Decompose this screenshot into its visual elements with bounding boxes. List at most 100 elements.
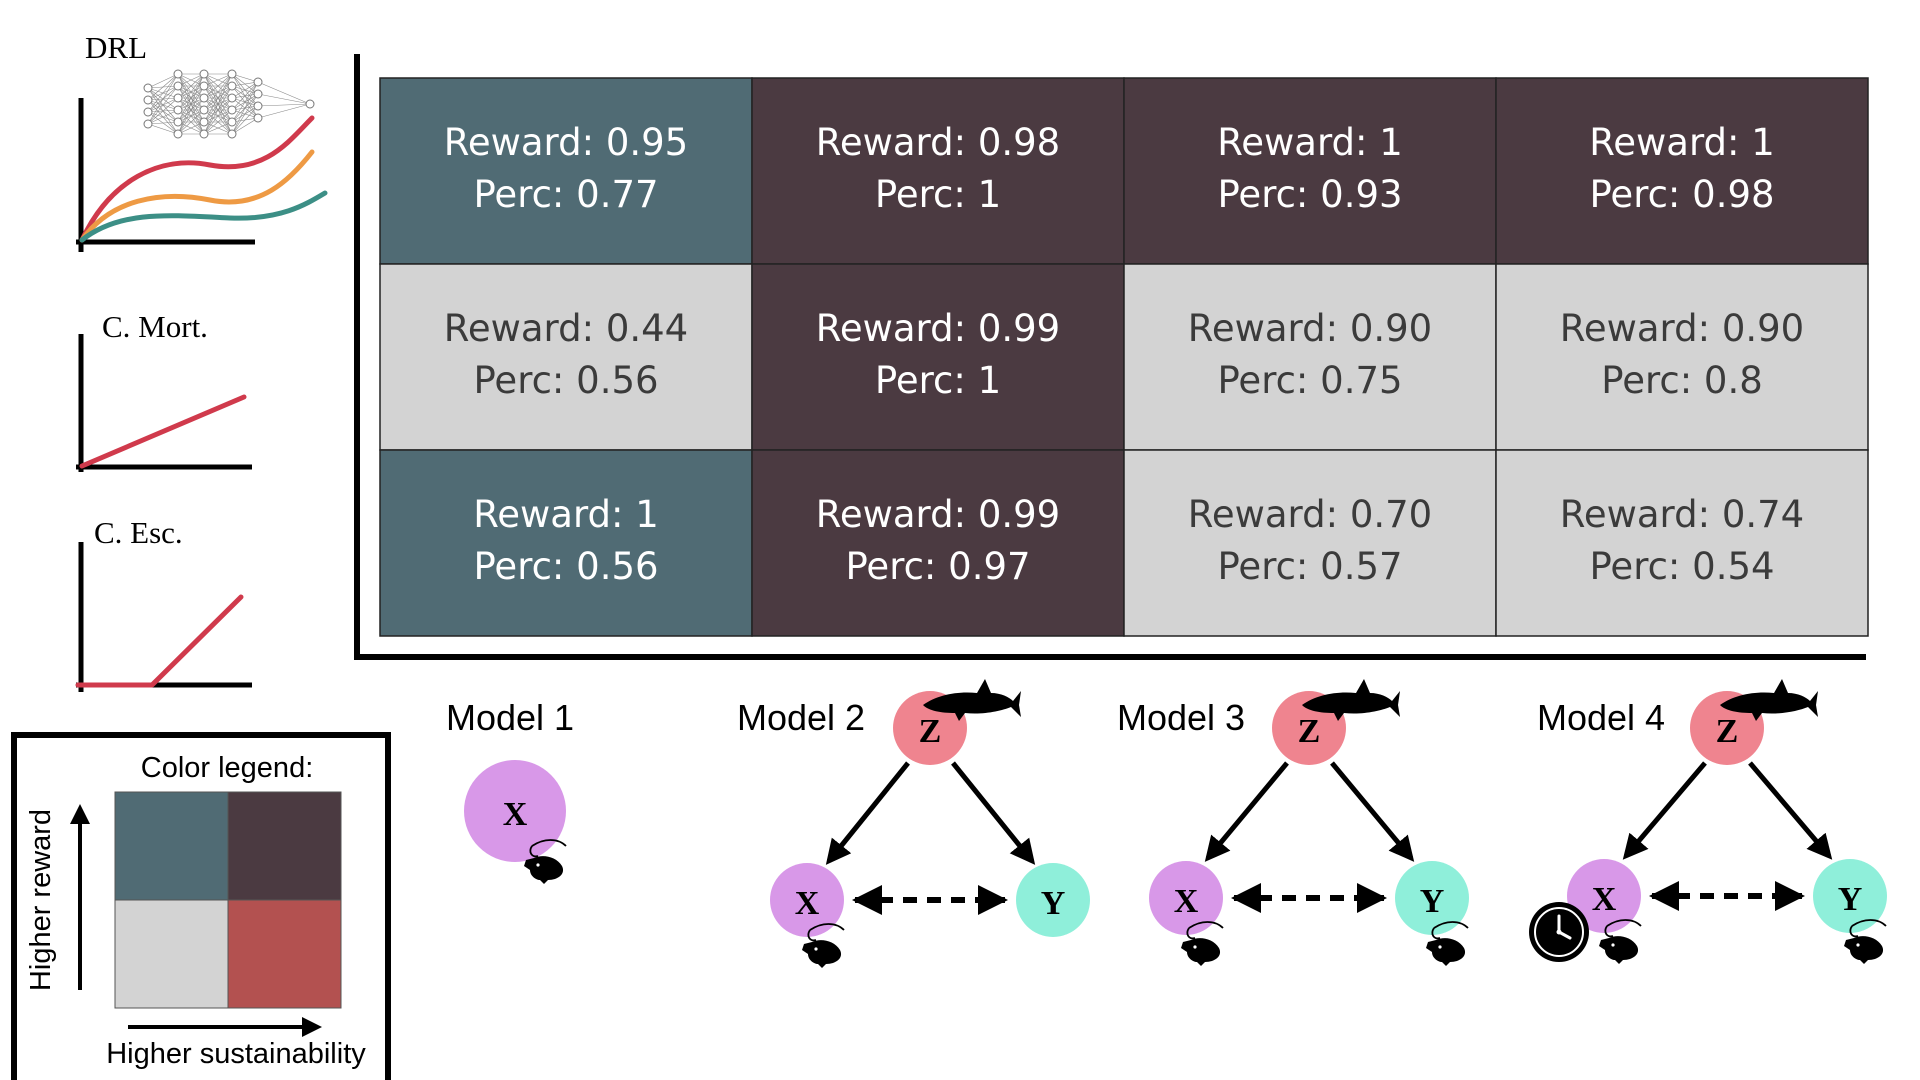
cell-reward: Reward: 0.44 — [444, 307, 688, 350]
cell-perc: Perc: 0.98 — [1589, 173, 1774, 216]
cell-background — [751, 449, 1125, 637]
color-legend: Color legend: Higher reward Higher susta… — [11, 732, 391, 1080]
node-x — [1149, 861, 1223, 935]
cell-reward: Reward: 0.98 — [816, 121, 1060, 164]
node-label: X — [1174, 883, 1199, 920]
arrow-z-to-y — [1330, 761, 1415, 862]
node-y — [1395, 861, 1469, 935]
neural-network-icon — [143, 69, 315, 139]
drl-curve-teal — [79, 190, 328, 243]
model-1: Model 1 X — [446, 697, 574, 884]
legend-swatch-low-reward-low-sustainability — [114, 899, 229, 1009]
cell-reward: Reward: 0.90 — [1188, 307, 1432, 350]
model-3: Model 3 Z X Y — [1117, 679, 1469, 966]
legend-border — [11, 732, 391, 1080]
node-y — [1016, 863, 1090, 937]
arrow-z-to-y — [1748, 761, 1833, 860]
cell-background — [751, 263, 1125, 451]
arrow-z-to-x — [1622, 761, 1707, 860]
cell-perc: Perc: 0.56 — [473, 359, 658, 402]
model-title: Model 4 — [1537, 697, 1665, 738]
model-title: Model 2 — [737, 697, 865, 738]
cell-background — [1495, 449, 1869, 637]
cell-perc: Perc: 0.93 — [1217, 173, 1402, 216]
method-label-drl: DRL — [85, 30, 147, 65]
node-x — [464, 760, 566, 862]
cell-perc: Perc: 0.54 — [1589, 545, 1774, 588]
model-title: Model 3 — [1117, 697, 1245, 738]
method-panels: DRL C. Mort. C. Esc. — [75, 30, 328, 692]
table-cell: Reward: 1 Perc: 0.98 — [1495, 77, 1869, 265]
cell-reward: Reward: 0.95 — [444, 121, 688, 164]
legend-swatch-high-reward-low-sustainability — [114, 791, 229, 901]
cell-perc: Perc: 0.75 — [1217, 359, 1402, 402]
node-label: Y — [1041, 885, 1066, 922]
cell-background — [379, 449, 753, 637]
method-label-c-mort: C. Mort. — [102, 309, 208, 344]
table-cell: Reward: 1 Perc: 0.93 — [1123, 77, 1497, 265]
cell-perc: Perc: 0.56 — [473, 545, 658, 588]
cell-reward: Reward: 0.74 — [1560, 493, 1804, 536]
node-label: Z — [1716, 713, 1739, 750]
cell-perc: Perc: 0.97 — [845, 545, 1030, 588]
cell-perc: Perc: 0.8 — [1601, 359, 1763, 402]
legend-y-label: Higher reward — [25, 809, 57, 991]
legend-swatch-low-reward-high-sustainability — [227, 899, 342, 1009]
arrow-z-to-x — [1204, 761, 1289, 862]
method-c-esc: C. Esc. — [75, 515, 252, 692]
cell-background — [1123, 449, 1497, 637]
cell-reward: Reward: 0.99 — [816, 493, 1060, 536]
method-label-c-esc: C. Esc. — [94, 515, 183, 550]
cell-perc: Perc: 0.57 — [1217, 545, 1402, 588]
c-mort-curve — [79, 394, 247, 469]
legend-title: Color legend: — [141, 752, 314, 784]
node-label: X — [503, 796, 528, 833]
node-x — [1567, 859, 1641, 933]
node-label: X — [795, 885, 820, 922]
model-title: Model 1 — [446, 697, 574, 738]
cell-perc: Perc: 1 — [875, 173, 1001, 216]
cell-perc: Perc: 1 — [875, 359, 1001, 402]
cell-background — [751, 77, 1125, 265]
cell-background — [379, 77, 753, 265]
arrow-z-to-x — [825, 761, 910, 865]
c-esc-curve — [75, 594, 244, 688]
method-c-mort: C. Mort. — [76, 309, 252, 472]
clock-icon — [1529, 902, 1589, 962]
cell-background — [1495, 77, 1869, 265]
cell-reward: Reward: 0.90 — [1560, 307, 1804, 350]
node-y — [1813, 859, 1887, 933]
drl-curve-orange — [79, 149, 315, 243]
model-4: Model 4 Z X Y — [1529, 679, 1887, 964]
legend-swatch-high-reward-high-sustainability — [227, 791, 342, 901]
cell-background — [1123, 77, 1497, 265]
node-x — [770, 863, 844, 937]
arrow-z-to-y — [951, 761, 1036, 865]
cell-reward: Reward: 0.99 — [816, 307, 1060, 350]
drl-curve-red — [79, 115, 315, 243]
legend-x-label: Higher sustainability — [106, 1038, 366, 1070]
cell-perc: Perc: 0.77 — [473, 173, 658, 216]
cell-reward: Reward: 1 — [1589, 121, 1775, 164]
cell-reward: Reward: 1 — [473, 493, 659, 536]
cell-background — [1495, 263, 1869, 451]
cell-background — [1123, 263, 1497, 451]
method-drl: DRL — [76, 30, 328, 252]
table-cell: Reward: 1 Perc: 0.56 — [379, 449, 753, 637]
cell-reward: Reward: 1 — [1217, 121, 1403, 164]
model-2: Model 2 Z X Y — [737, 679, 1090, 968]
cell-reward: Reward: 0.70 — [1188, 493, 1432, 536]
cell-background — [379, 263, 753, 451]
node-label: Y — [1838, 881, 1863, 918]
